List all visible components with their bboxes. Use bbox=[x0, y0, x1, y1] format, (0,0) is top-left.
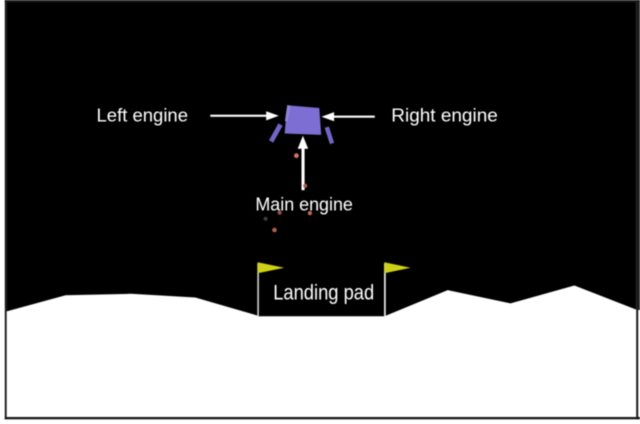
svg-text:Main engine: Main engine bbox=[255, 193, 353, 214]
svg-text:Left engine: Left engine bbox=[97, 105, 189, 126]
svg-text:Right engine: Right engine bbox=[391, 105, 498, 126]
svg-text:Landing pad: Landing pad bbox=[273, 282, 374, 305]
